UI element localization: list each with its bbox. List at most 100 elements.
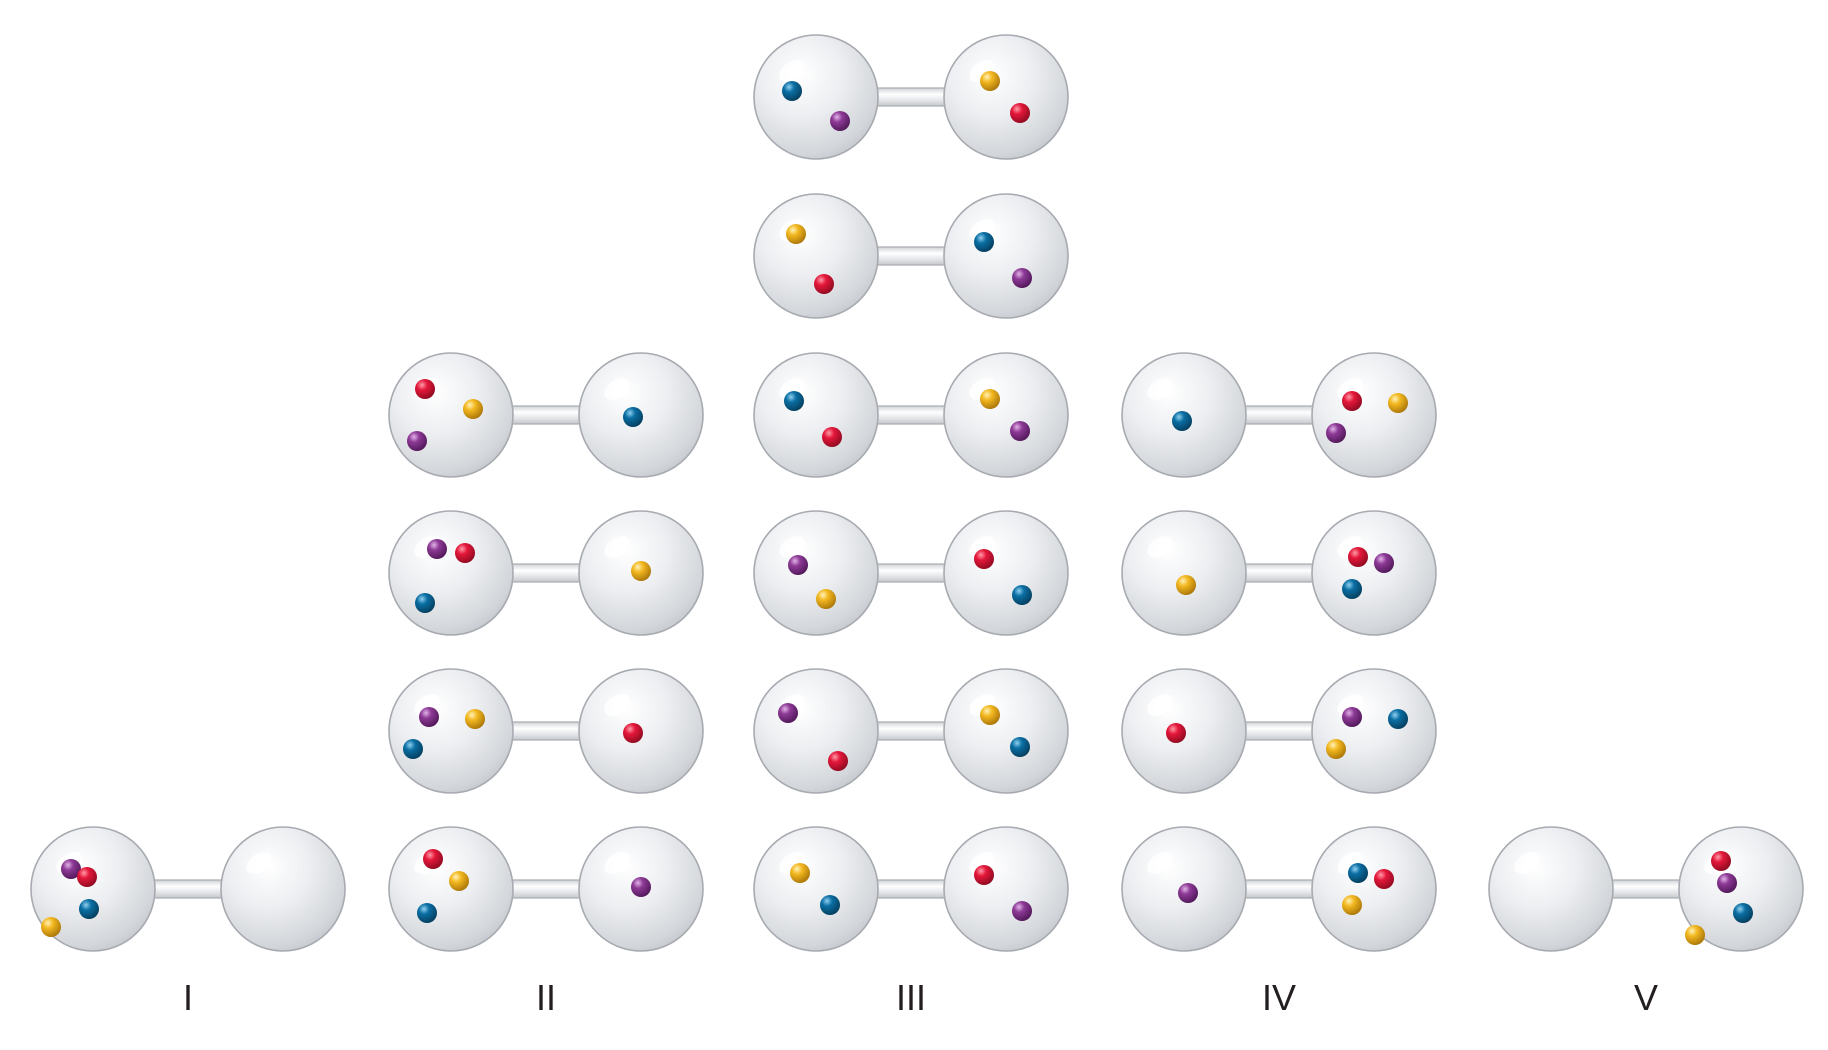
molecule-yellow [1388,393,1408,413]
molecule-purple [1374,553,1394,573]
flask [388,510,704,636]
right-bulb [1311,826,1437,952]
flask [1121,510,1437,636]
left-bulb [388,668,514,794]
molecule-yellow [465,709,485,729]
molecule-yellow [41,917,61,937]
molecule-red [828,751,848,771]
flask [388,668,704,794]
flask [388,352,704,478]
column-label-iv: IV [1262,977,1296,1018]
left-bulb [753,510,879,636]
bulb-highlight [779,60,805,82]
left-bulb [753,34,879,160]
flask [1121,668,1437,794]
molecule-purple [788,555,808,575]
molecule-blue [782,81,802,101]
left-bulb [753,193,879,319]
left-bulb [753,352,879,478]
bulb-highlight [779,536,805,558]
flask [753,352,1069,478]
molecule-purple [631,877,651,897]
column-label-ii: II [536,977,556,1018]
molecule-purple [1012,268,1032,288]
molecule-purple [1342,707,1362,727]
molecule-red [822,427,842,447]
molecule-blue [1172,411,1192,431]
molecule-red [974,865,994,885]
column-label-i: I [183,977,193,1018]
right-bulb [220,826,346,952]
molecule-blue [1388,709,1408,729]
bulb-highlight [1147,536,1173,558]
molecule-yellow [786,224,806,244]
molecule-purple [427,539,447,559]
right-bulb [943,826,1069,952]
molecule-blue [1342,579,1362,599]
molecule-red [1166,723,1186,743]
left-bulb [753,668,879,794]
left-bulb [388,352,514,478]
molecule-red [1342,391,1362,411]
molecule-blue [820,895,840,915]
flask [30,826,346,952]
molecule-purple [778,703,798,723]
molecule-red [423,849,443,869]
molecule-red [1010,103,1030,123]
column-label-iii: III [896,977,926,1018]
flasks-layer [30,34,1804,952]
molecule-blue [1733,903,1753,923]
molecule-red [1711,851,1731,871]
flask [1121,352,1437,478]
molecule-purple [1326,423,1346,443]
right-bulb [943,34,1069,160]
molecule-blue [79,899,99,919]
right-bulb [1311,352,1437,478]
molecule-red [814,274,834,294]
flask [753,826,1069,952]
bulb-highlight [1147,694,1173,716]
molecule-yellow [1176,575,1196,595]
left-bulb [388,510,514,636]
molecule-blue [403,739,423,759]
right-bulb [1311,668,1437,794]
molecule-yellow [980,705,1000,725]
bulb-highlight [604,694,630,716]
right-bulb [943,510,1069,636]
right-bulb [943,352,1069,478]
molecule-blue [1348,863,1368,883]
molecule-purple [61,859,81,879]
molecule-red [1374,869,1394,889]
bulb-highlight [604,536,630,558]
bulb-highlight [1514,852,1540,874]
flask [753,34,1069,160]
molecule-red [623,723,643,743]
bulb-highlight [604,378,630,400]
flask [753,193,1069,319]
molecule-yellow [449,871,469,891]
molecule-purple [1012,901,1032,921]
molecule-purple [830,111,850,131]
flask [1488,826,1804,952]
molecule-purple [1717,873,1737,893]
molecule-blue [415,593,435,613]
left-bulb [1488,826,1614,952]
molecule-red [77,867,97,887]
molecule-purple [1010,421,1030,441]
molecule-blue [784,391,804,411]
molecule-yellow [1326,739,1346,759]
molecule-red [1348,547,1368,567]
molecule-purple [419,707,439,727]
molecule-red [455,543,475,563]
left-bulb [753,826,879,952]
flask [1121,826,1437,952]
molecule-blue [417,903,437,923]
bulb-highlight [1147,378,1173,400]
molecule-blue [623,407,643,427]
molecule-yellow [463,399,483,419]
left-bulb [388,826,514,952]
molecule-yellow [816,589,836,609]
right-bulb [1311,510,1437,636]
flask [753,668,1069,794]
